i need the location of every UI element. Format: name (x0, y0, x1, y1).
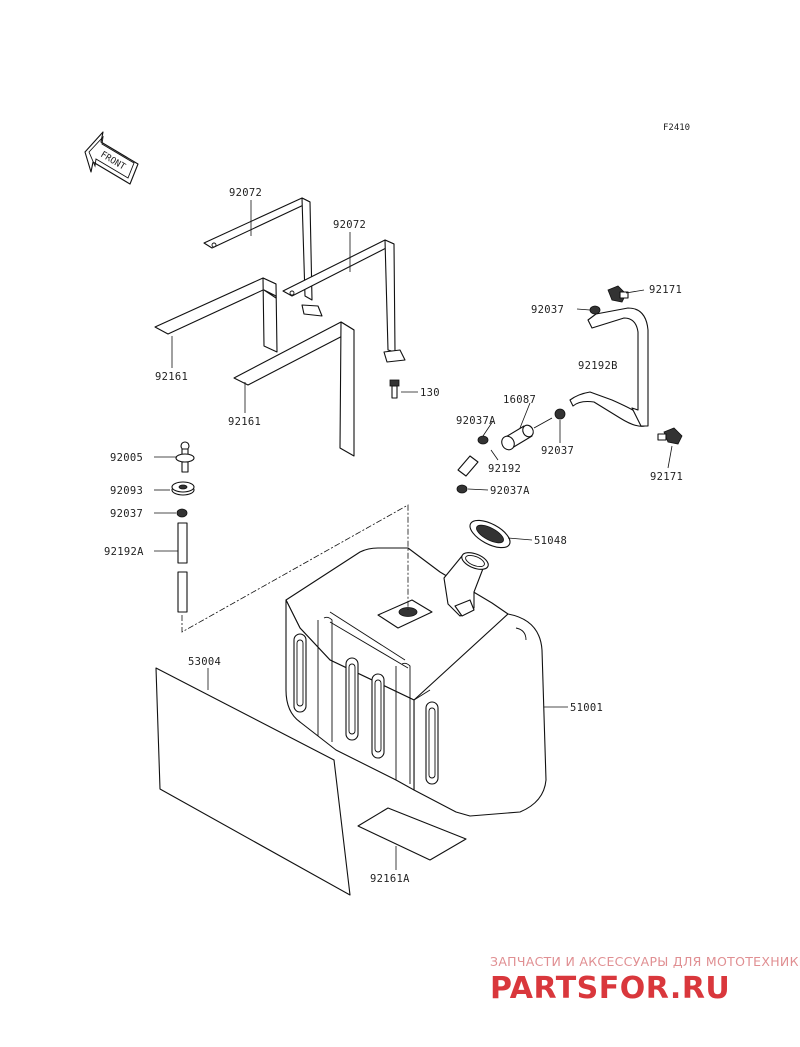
label-cap: 51048 (534, 535, 567, 547)
label-tank: 51001 (570, 702, 603, 714)
label-strap-lower-a: 92161 (155, 371, 188, 383)
side-panel (155, 667, 351, 896)
label-strap-upper-b: 92072 (333, 219, 366, 231)
valve (175, 441, 195, 473)
clamp-top (589, 305, 601, 315)
bolt (389, 379, 400, 399)
label-clamp-left: 92037 (110, 508, 143, 520)
clamp-left (176, 508, 188, 518)
label-fuel-filter: 16087 (503, 394, 536, 406)
filler-cap (469, 519, 511, 549)
label-clamp-top: 92037 (531, 304, 564, 316)
label-strap-upper-a: 92072 (229, 187, 262, 199)
label-strap-lower-b: 92161 (228, 416, 261, 428)
strap-lower-a (154, 277, 278, 353)
label-clip-bottom: 92171 (650, 471, 683, 483)
strap-lower-b (233, 321, 355, 457)
label-clamp-hose: 92037 (541, 445, 574, 457)
label-clamp-filter: 92037A (456, 415, 496, 427)
fuel-filter (501, 417, 553, 451)
label-hose-left: 92192A (104, 546, 144, 558)
strap-upper-b (282, 239, 406, 363)
fuel-tank (285, 547, 547, 817)
label-grommet: 92093 (110, 485, 143, 497)
front-arrow-icon: FRONT (84, 131, 139, 185)
label-clip-top: 92171 (649, 284, 682, 296)
grommet (171, 481, 195, 496)
pad (357, 807, 467, 861)
label-side-panel: 53004 (188, 656, 221, 668)
label-clamp-tank: 92037A (490, 485, 530, 497)
clamp-hose (554, 408, 566, 420)
watermark-caption: ЗАПЧАСТИ И АКСЕССУАРЫ ДЛЯ МОТОТЕХНИКИ (490, 954, 800, 969)
watermark-logo: PARTSFOR.RU (490, 971, 730, 1006)
strap-upper-a (203, 197, 323, 317)
clamp-filter (477, 435, 489, 445)
watermark: ЗАПЧАСТИ И АКСЕССУАРЫ ДЛЯ МОТОТЕХНИКИ PA… (490, 954, 800, 1006)
label-breather-hose: 92192B (578, 360, 618, 372)
clamp-tank (456, 484, 468, 494)
label-bolt: 130 (420, 387, 440, 399)
clip-top (607, 285, 629, 303)
hose-left (177, 522, 188, 613)
figure-code: F2410 (663, 123, 690, 133)
hose-short (457, 455, 479, 477)
clip-bottom (657, 427, 683, 445)
label-hose-short: 92192 (488, 463, 521, 475)
label-valve: 92005 (110, 452, 143, 464)
part-labels: 92072 92072 92161 92161 130 16087 92037A… (104, 187, 683, 885)
leader-lines (154, 200, 673, 870)
label-pad: 92161A (370, 873, 410, 885)
breather-hose (569, 307, 649, 427)
